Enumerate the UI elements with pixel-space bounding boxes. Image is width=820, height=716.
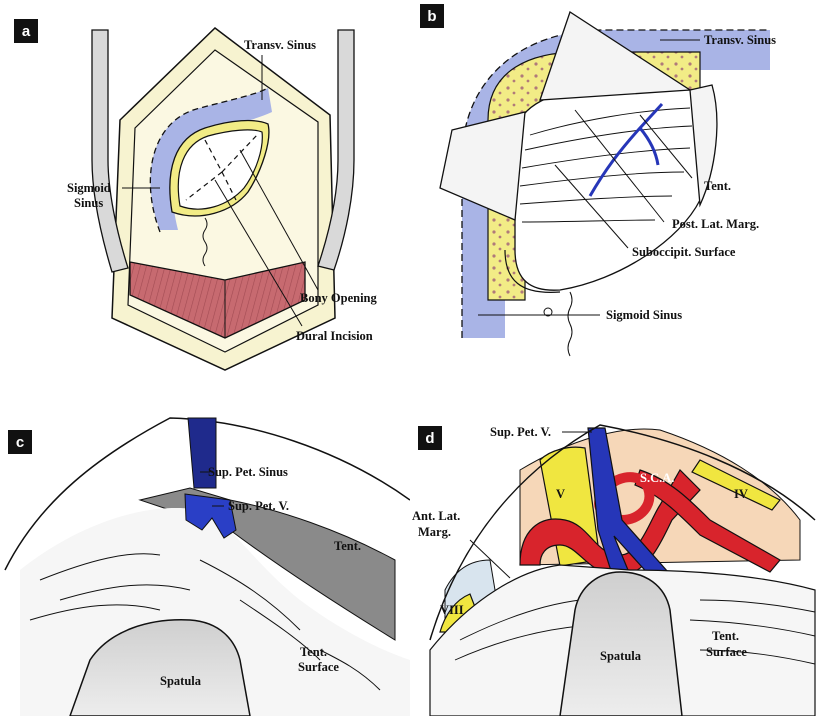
- dural-flap-left: [439, 111, 526, 221]
- label-tent-surface-d-2: Surface: [706, 645, 747, 659]
- sigmoid-transverse-sinus: [150, 88, 272, 230]
- panel-letter-c: c: [16, 434, 24, 451]
- tent-arc-c: [4, 417, 410, 571]
- label-suboccipit-surface: Suboccipit. Surface: [632, 245, 736, 259]
- tent-arc-d: [429, 424, 816, 641]
- label-dural-incision: Dural Incision: [296, 329, 373, 343]
- panel-badge-b: [420, 4, 444, 28]
- tent-contours-c: [29, 553, 381, 691]
- suboccipital-striations: [519, 107, 693, 223]
- panel-letter-d: d: [425, 430, 434, 447]
- label-tent-surface-c-2: Surface: [298, 660, 339, 674]
- label-transv-sinus-a: Transv. Sinus: [244, 38, 316, 52]
- panel-badge-a: [14, 19, 38, 43]
- panel-b: Transv. Sinus Tent. Post. Lat. Marg. Sub…: [420, 4, 776, 357]
- tent-shadow-c: [138, 487, 396, 641]
- small-circle-b: [543, 307, 553, 317]
- right-retractor: [317, 29, 355, 271]
- sigmoid-transverse-sinus-b: [462, 30, 770, 338]
- sca-artery: [519, 469, 701, 576]
- label-tent-surface-d-1: Tent.: [712, 629, 739, 643]
- dura-opening-b: [514, 87, 711, 291]
- tent-contours-d: [454, 599, 816, 665]
- panel-c-labels: Sup. Pet. Sinus Sup. Pet. V. Tent. Spatu…: [8, 430, 361, 688]
- label-ant-lat-marg-1: Ant. Lat.: [412, 509, 460, 523]
- label-spatula-d: Spatula: [600, 649, 642, 663]
- dural-flap-top: [539, 10, 692, 101]
- label-sca: S.C.A.: [640, 471, 674, 485]
- label-post-lat-marg: Post. Lat. Marg.: [672, 217, 759, 231]
- panel-a: Transv. Sinus Sigmoid Sinus Bony Opening…: [14, 19, 378, 371]
- panel-c: [4, 417, 410, 716]
- label-sigmoid-sinus-b: Sigmoid Sinus: [606, 308, 682, 322]
- vein-b: [588, 102, 664, 197]
- label-transv-sinus-b: Transv. Sinus: [704, 33, 776, 47]
- suture-line: [202, 217, 208, 267]
- label-sigmoid-a: Sigmoid: [67, 181, 111, 195]
- label-bony-opening: Bony Opening: [300, 291, 378, 305]
- panel-d: [429, 424, 816, 716]
- dural-flap-right: [689, 84, 718, 208]
- spatula-d: [559, 571, 683, 716]
- label-sup-pet-sinus: Sup. Pet. Sinus: [208, 465, 288, 479]
- panel-badge-d: [418, 426, 442, 450]
- label-spatula-c: Spatula: [160, 674, 202, 688]
- panel-badge-c: [8, 430, 32, 454]
- label-tent-b: Tent.: [704, 179, 731, 193]
- label-cn-iv: IV: [734, 487, 748, 501]
- sup-pet-vein-c: [184, 493, 237, 539]
- label-ant-lat-marg-2: Marg.: [418, 525, 451, 539]
- spatula-c: [69, 619, 251, 716]
- label-tent-c: Tent.: [334, 539, 361, 553]
- label-cn-viii: VIII: [440, 603, 464, 617]
- sinus-lower-b: [504, 249, 561, 293]
- label-sup-pet-v-d: Sup. Pet. V.: [490, 425, 551, 439]
- suture-b: [567, 291, 573, 357]
- label-sinus-a: Sinus: [74, 196, 103, 210]
- panel-letter-a: a: [22, 23, 31, 40]
- left-retractor: [91, 29, 129, 273]
- sup-pet-vein-d: [587, 427, 670, 579]
- sup-pet-sinus-c: [187, 417, 217, 489]
- cranial-nerve-iv: [691, 459, 781, 511]
- label-tent-surface-c-1: Tent.: [300, 645, 327, 659]
- panel-letter-b: b: [427, 8, 436, 25]
- panel-d-labels: Sup. Pet. V. S.C.A. V IV Ant. Lat. Marg.…: [412, 425, 748, 663]
- label-sup-pet-v-c: Sup. Pet. V.: [228, 499, 289, 513]
- sinus-dashed-edge: [149, 87, 269, 233]
- label-cn-v: V: [556, 487, 565, 501]
- dural-incision-lines: [185, 133, 259, 201]
